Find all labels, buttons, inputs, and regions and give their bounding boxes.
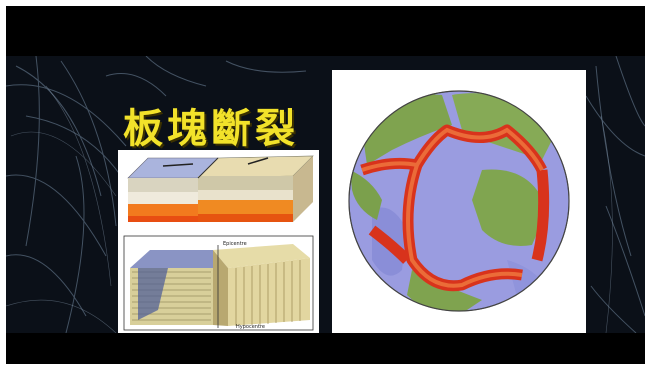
fault-diagram-panel: Epicentre Hypocentre (118, 150, 319, 333)
slide-title: 板塊斷裂 (123, 106, 299, 152)
lower-fault-blocks (130, 244, 310, 328)
fault-block-diagram (123, 155, 314, 331)
slide-content: 板塊斷裂 (6, 56, 645, 333)
upper-fault-blocks (127, 155, 314, 222)
globe-panel (332, 70, 586, 333)
video-frame: 板塊斷裂 (6, 6, 645, 364)
hypocentre-label: Hypocentre (236, 324, 265, 330)
epicenter-label: Epicentre (223, 241, 247, 247)
globe-illustration (348, 90, 570, 312)
